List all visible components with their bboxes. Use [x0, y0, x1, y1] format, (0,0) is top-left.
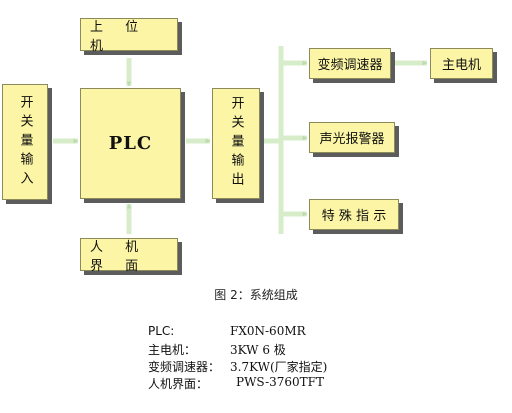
upper-computer-label: 上 位 机	[90, 19, 148, 54]
spec-value: FX0N-60MR	[230, 324, 306, 338]
special-indicator-box: 特 殊 指 示	[309, 199, 399, 230]
plc-label: PLC	[108, 133, 153, 154]
switch-output-box: 开关量输出	[212, 88, 260, 199]
switch-output-label: 开关量输出	[228, 96, 244, 191]
switch-input-label: 开关量输入	[17, 94, 33, 190]
vfd-label: 变频调速器	[317, 58, 383, 73]
plc-box: PLC	[80, 88, 181, 199]
special-indicator-label: 特 殊 指 示	[321, 209, 387, 224]
vfd-box: 变频调速器	[309, 48, 391, 79]
spec-value: PWS-3760TFT	[236, 375, 324, 389]
hmi-label: 人 机 界 面	[90, 239, 148, 274]
spec-key: 主电机：	[148, 343, 197, 357]
spec-key: 人机界面：	[148, 377, 209, 391]
alarm-box: 声光报警器	[309, 122, 395, 153]
hmi-box: 人 机 界 面	[80, 238, 178, 274]
main-motor-label: 主电机	[441, 58, 481, 73]
switch-input-box: 开关量输入	[2, 84, 48, 200]
figure-caption: 图 2：系统组成	[214, 288, 298, 302]
main-motor-box: 主电机	[430, 48, 493, 79]
spec-key: PLC:	[148, 324, 175, 338]
spec-value: 3.7KW(厂家指定)	[230, 360, 328, 374]
spec-value: 3KW 6 极	[230, 343, 286, 357]
alarm-label: 声光报警器	[319, 132, 385, 147]
spec-key: 变频调速器：	[148, 360, 221, 374]
upper-computer-box: 上 位 机	[80, 18, 178, 54]
